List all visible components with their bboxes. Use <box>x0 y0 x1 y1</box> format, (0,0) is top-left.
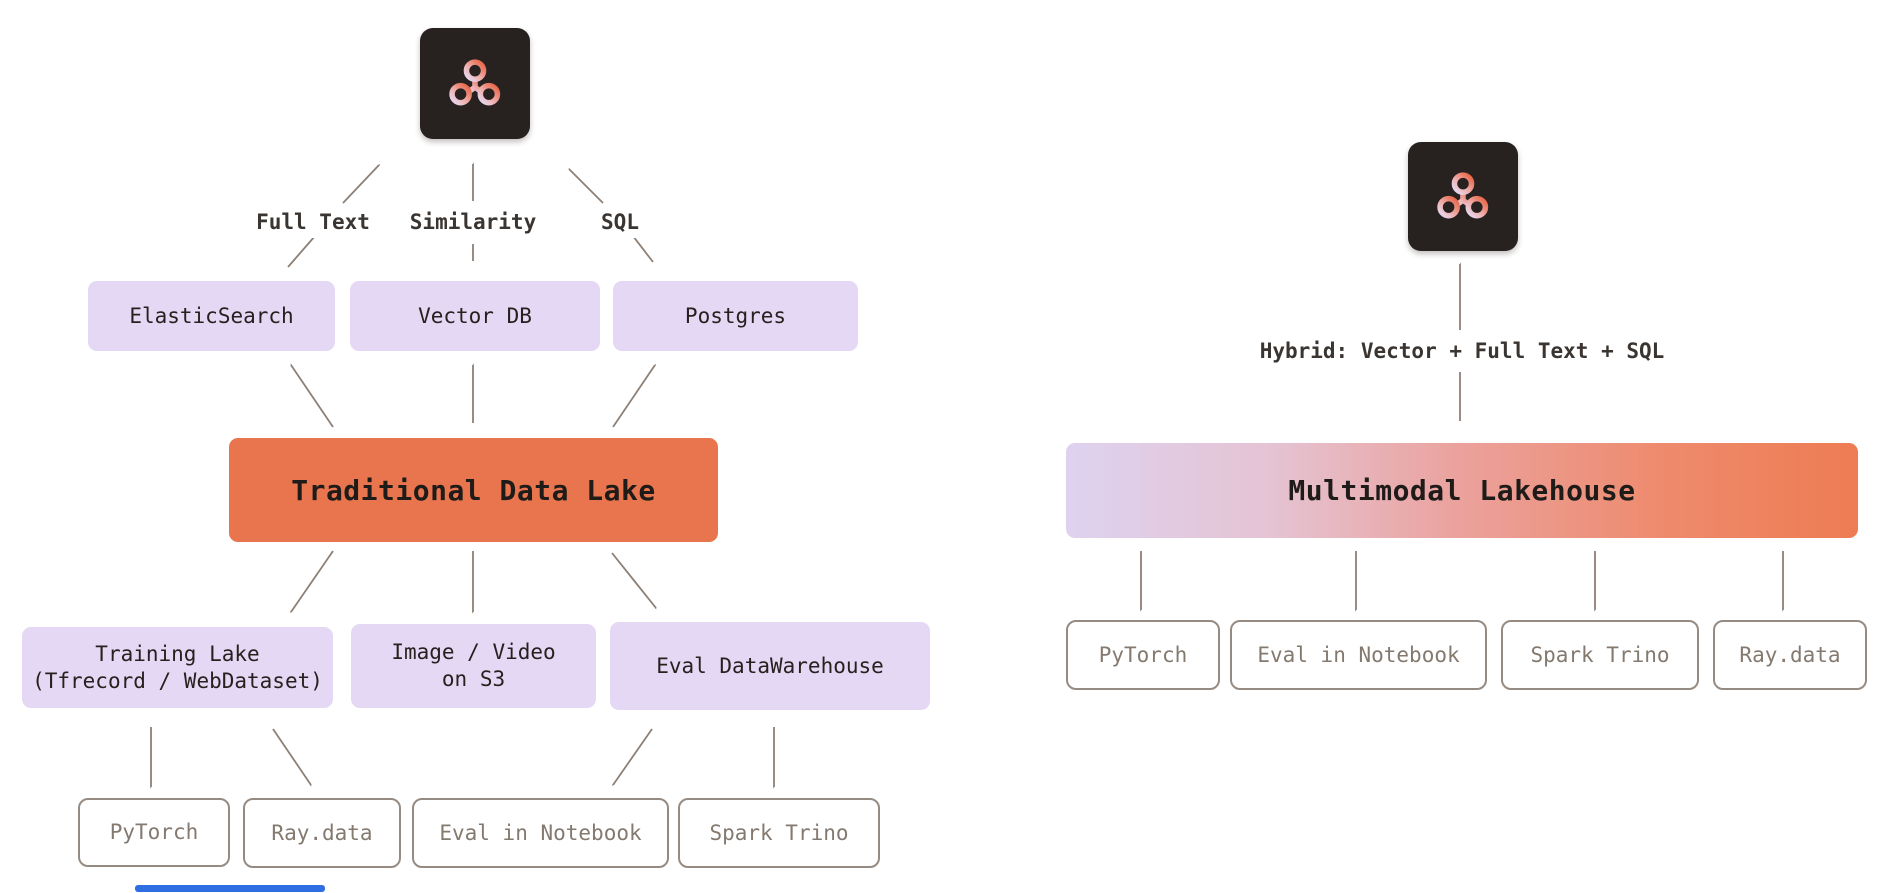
node-vector-db-label: Vector DB <box>418 303 532 328</box>
arrow-lake-to-postgres <box>612 365 655 428</box>
label-similarity: Similarity <box>398 206 548 238</box>
node-image-video-s3-label: Image / Video on S3 <box>391 639 555 693</box>
arrow-elasticsearch-to-logo-lower <box>287 235 316 268</box>
node-spark-trino-left-label: Spark Trino <box>709 820 849 845</box>
arrow-postgres-to-logo-upper <box>569 169 604 204</box>
node-spark-trino-right-label: Spark Trino <box>1530 642 1670 667</box>
node-eval-datawarehouse: Eval DataWarehouse <box>610 622 930 710</box>
node-pytorch-right-label: PyTorch <box>1098 642 1188 667</box>
node-raydata-right-label: Ray.data <box>1739 642 1841 667</box>
node-pytorch-right: PyTorch <box>1066 620 1220 690</box>
node-pytorch-left-label: PyTorch <box>109 820 199 844</box>
node-eval-notebook-right: Eval in Notebook <box>1230 620 1487 690</box>
training-lake-line2: (Tfrecord / WebDataset) <box>32 668 323 693</box>
arrow-lake-to-elasticsearch <box>291 365 334 428</box>
node-eval-datawarehouse-label: Eval DataWarehouse <box>656 653 884 678</box>
image-video-line1: Image / Video <box>391 640 556 664</box>
label-full-text: Full Text <box>238 206 388 238</box>
node-elasticsearch: ElasticSearch <box>88 281 335 351</box>
node-image-video-s3: Image / Video on S3 <box>351 624 596 708</box>
logo-tile-left <box>420 28 530 139</box>
node-raydata-left: Ray.data <box>243 798 401 868</box>
arrow-postgres-to-logo-lower <box>632 235 654 263</box>
label-sql: SQL <box>570 206 670 238</box>
multimodal-lakehouse-title: Multimodal Lakehouse <box>1288 474 1636 507</box>
node-vector-db: Vector DB <box>350 281 600 351</box>
three-node-graph-icon <box>1437 171 1489 218</box>
arrow-elasticsearch-to-logo-upper <box>342 165 379 204</box>
node-multimodal-lakehouse: Multimodal Lakehouse <box>1066 443 1858 538</box>
arrow-lake-to-traininglake <box>291 550 334 612</box>
node-eval-notebook-left: Eval in Notebook <box>412 798 669 868</box>
node-raydata-left-label: Ray.data <box>271 820 373 845</box>
node-postgres-label: Postgres <box>684 303 787 328</box>
node-raydata-right: Ray.data <box>1713 620 1867 690</box>
node-training-lake: Training Lake (Tfrecord / WebDataset) <box>22 627 333 708</box>
training-lake-line1: Training Lake <box>95 641 260 666</box>
node-spark-trino-left: Spark Trino <box>678 798 880 868</box>
node-eval-notebook-left-label: Eval in Notebook <box>439 820 642 845</box>
node-training-lake-label: Training Lake (Tfrecord / WebDataset) <box>32 641 323 695</box>
image-video-line2: on S3 <box>441 667 506 691</box>
arrow-lake-to-evaldw <box>611 552 656 608</box>
node-postgres: Postgres <box>613 281 858 351</box>
label-hybrid-query: Hybrid: Vector + Full Text + SQL <box>1237 335 1687 367</box>
node-spark-trino-right: Spark Trino <box>1501 620 1699 690</box>
arrow-evaldw-to-notebook <box>613 728 653 785</box>
node-eval-notebook-right-label: Eval in Notebook <box>1257 642 1460 667</box>
node-elasticsearch-label: ElasticSearch <box>129 303 294 328</box>
blue-scrollbar[interactable] <box>135 885 325 892</box>
logo-tile-right <box>1408 142 1518 251</box>
traditional-data-lake-title: Traditional Data Lake <box>291 473 656 507</box>
node-traditional-data-lake: Traditional Data Lake <box>229 438 718 542</box>
three-node-graph-icon <box>449 58 501 105</box>
node-pytorch-left: PyTorch <box>78 798 230 867</box>
arrow-traininglake-to-raydata <box>272 728 311 785</box>
